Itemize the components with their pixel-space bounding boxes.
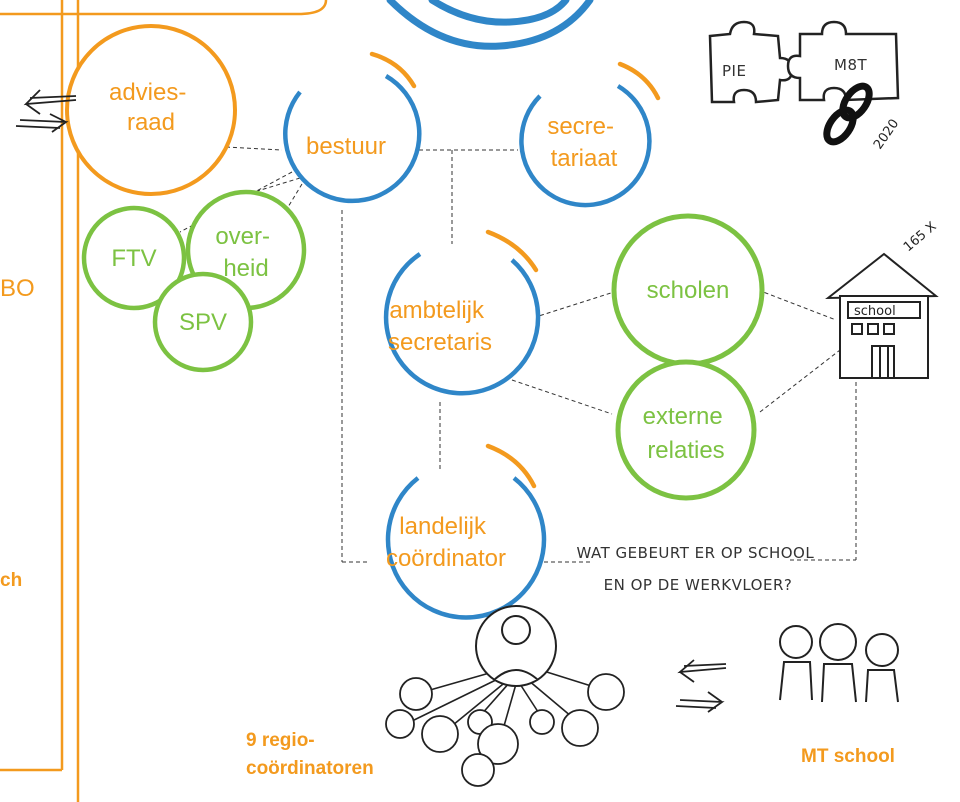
annotation-text: WAT GEBEURT ER OP SCHOOL EN OP DE WERKVL…	[577, 544, 820, 594]
puzzle-right-text: M8T	[834, 56, 867, 74]
svg-text:SPV: SPV	[179, 309, 227, 336]
puzzle-icon	[708, 20, 900, 104]
mt-school-label: MT school	[801, 746, 895, 767]
svg-text:externe relaties: externe relaties	[643, 403, 730, 464]
puzzle-year: 2020	[871, 117, 902, 153]
svg-text:FTV: FTV	[111, 245, 156, 272]
scholen-node: scholen	[611, 213, 765, 367]
puzzle-left-text: PIE	[722, 62, 746, 80]
left-ch-text: ch	[0, 570, 22, 591]
exchange-arrows-icon	[15, 89, 77, 133]
bestuur-node: bestuur	[283, 51, 422, 204]
secretariaat-label: secre- tariaat	[547, 113, 620, 172]
landelijk-label: landelijk coördinator	[386, 513, 506, 572]
exchange-arrows-icon-right	[675, 659, 727, 713]
svg-text:over- heid: over- heid	[215, 223, 276, 282]
person-icons-mt	[779, 623, 899, 703]
school-building-icon	[825, 252, 939, 379]
ambtelijk-node: ambtelijk secretaris	[383, 229, 541, 396]
chain-link-icon	[823, 82, 873, 146]
left-bo-text: BO	[0, 275, 35, 302]
bestuur-label: bestuur	[306, 133, 386, 160]
spv-node: SPV	[152, 271, 254, 373]
adviesraad-node	[65, 24, 237, 196]
top-blue-circle	[386, 0, 594, 50]
person-icon-lead	[475, 605, 557, 687]
regio-label: 9 regio- coördinatoren	[246, 730, 374, 779]
person-icons-regio	[385, 673, 625, 787]
svg-text:scholen: scholen	[647, 277, 730, 304]
school-sign: school	[854, 304, 896, 319]
ambtelijk-label: ambtelijk secretaris	[388, 297, 492, 356]
school-count: 165 X	[901, 219, 940, 255]
externe-node: externe relaties	[615, 359, 757, 501]
adviesraad-label: advies- raad	[109, 79, 193, 136]
ftv-node: FTV	[81, 205, 187, 311]
secretariaat-node: secre- tariaat	[519, 61, 661, 208]
landelijk-node: landelijk coördinator	[385, 443, 547, 620]
